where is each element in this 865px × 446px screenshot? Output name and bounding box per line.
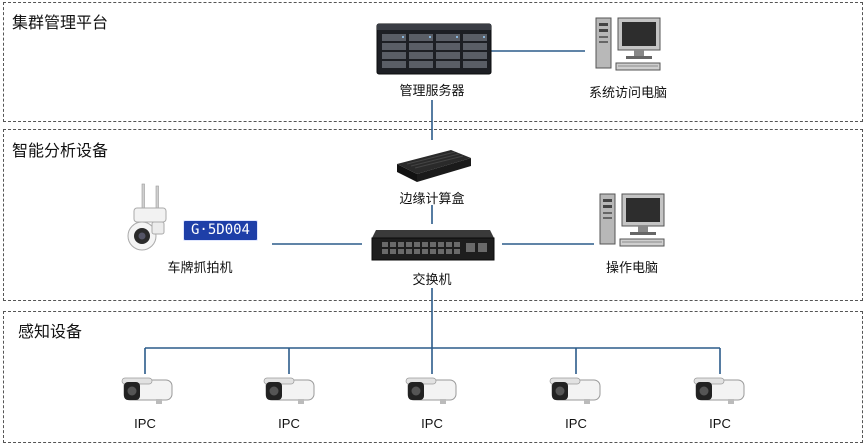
server-label: 管理服务器	[399, 83, 465, 98]
access-pc-label: 系统访问电脑	[588, 85, 667, 100]
zone-intelligent-analysis	[3, 129, 863, 301]
zone-analysis-title: 智能分析设备	[12, 143, 109, 160]
switch-label: 交换机	[412, 272, 452, 287]
plate-camera-icon	[127, 183, 167, 251]
ipc-camera-icon	[121, 377, 173, 404]
plate-camera-label: 车牌抓拍机	[167, 260, 233, 275]
edge-box-icon	[397, 150, 471, 182]
ipc-camera-icon	[263, 377, 315, 404]
ipc-label: IPC	[709, 416, 731, 431]
ipc-camera-icon	[549, 377, 601, 404]
zone-cluster-management	[3, 2, 863, 122]
license-plate-text: G·5D004	[190, 222, 250, 238]
ipc-label: IPC	[565, 416, 587, 431]
license-plate: G·5D004	[183, 220, 258, 241]
zone-sensing-devices	[3, 311, 863, 443]
network-switch-icon	[371, 230, 495, 261]
ipc-camera-icon	[693, 377, 745, 404]
ipc-camera-icon	[405, 377, 457, 404]
desktop-computer-icon	[599, 193, 665, 247]
edge-box-label: 边缘计算盒	[399, 191, 465, 206]
ipc-label: IPC	[421, 416, 443, 431]
desktop-computer-icon	[595, 17, 661, 71]
ipc-label: IPC	[134, 416, 156, 431]
zone-sensing-title: 感知设备	[18, 324, 83, 341]
ipc-label: IPC	[278, 416, 300, 431]
server-icon	[376, 23, 492, 75]
zone-cluster-title: 集群管理平台	[12, 15, 109, 32]
operator-pc-label: 操作电脑	[605, 260, 658, 275]
